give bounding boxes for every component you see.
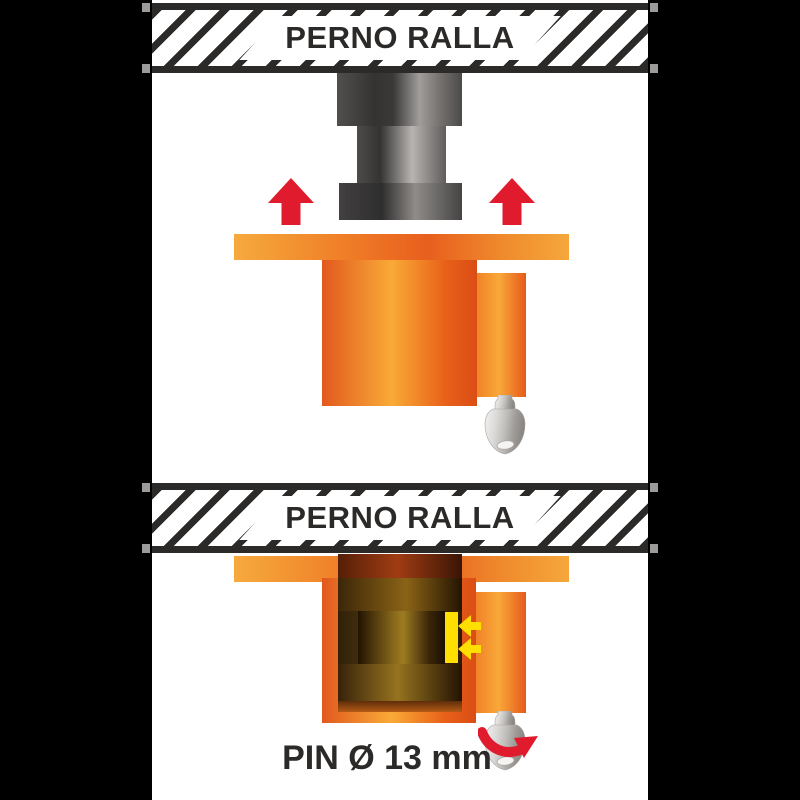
beam-edge-mark [142,64,150,73]
pin-diameter-caption: PIN Ø 13 mm [282,739,492,777]
left-black-panel [0,0,152,800]
kingpin-flange-seen-through [338,664,462,701]
beam-label: PERNO RALLA [285,500,515,535]
cavity-floor-shadow [338,701,462,712]
lift-arrow-left-icon [268,178,314,225]
beam-edge-mark [142,483,150,492]
locking-plunger [445,612,458,663]
beam-label-patch: PERNO RALLA [239,16,560,60]
perno-ralla-beam-top: PERNO RALLA [142,3,658,73]
beam-label: PERNO RALLA [285,20,515,55]
sensor-side-arm-bottom [476,592,526,713]
sensor-body-top [322,260,477,406]
beam-edge-mark [650,3,658,12]
release-lever-icon [484,395,526,455]
sensor-flange-top [234,234,569,260]
right-black-panel [648,0,800,800]
kingpin-seen-through-flange [338,554,462,578]
beam-label-patch: PERNO RALLA [239,496,560,540]
diagram-content: PERNO RALLA [142,0,658,800]
beam-edge-mark [142,3,150,12]
kingpin-head-seen-through [338,578,462,611]
lift-arrow-right-icon [489,178,535,225]
beam-edge-mark [650,483,658,492]
beam-edge-mark [142,544,150,553]
rotate-arrow-icon [478,727,538,758]
kingpin-flange [339,183,462,220]
beam-edge-mark [650,544,658,553]
kingpin-neck-seen-through [358,611,445,664]
beam-edge-mark [650,64,658,73]
sensor-side-arm-top [477,273,526,397]
kingpin-neck [357,126,446,183]
press-arrow-bottom-icon [458,638,481,660]
kingpin-head [337,73,462,126]
press-arrow-top-icon [458,615,481,637]
perno-ralla-beam-bottom: PERNO RALLA [142,483,658,553]
